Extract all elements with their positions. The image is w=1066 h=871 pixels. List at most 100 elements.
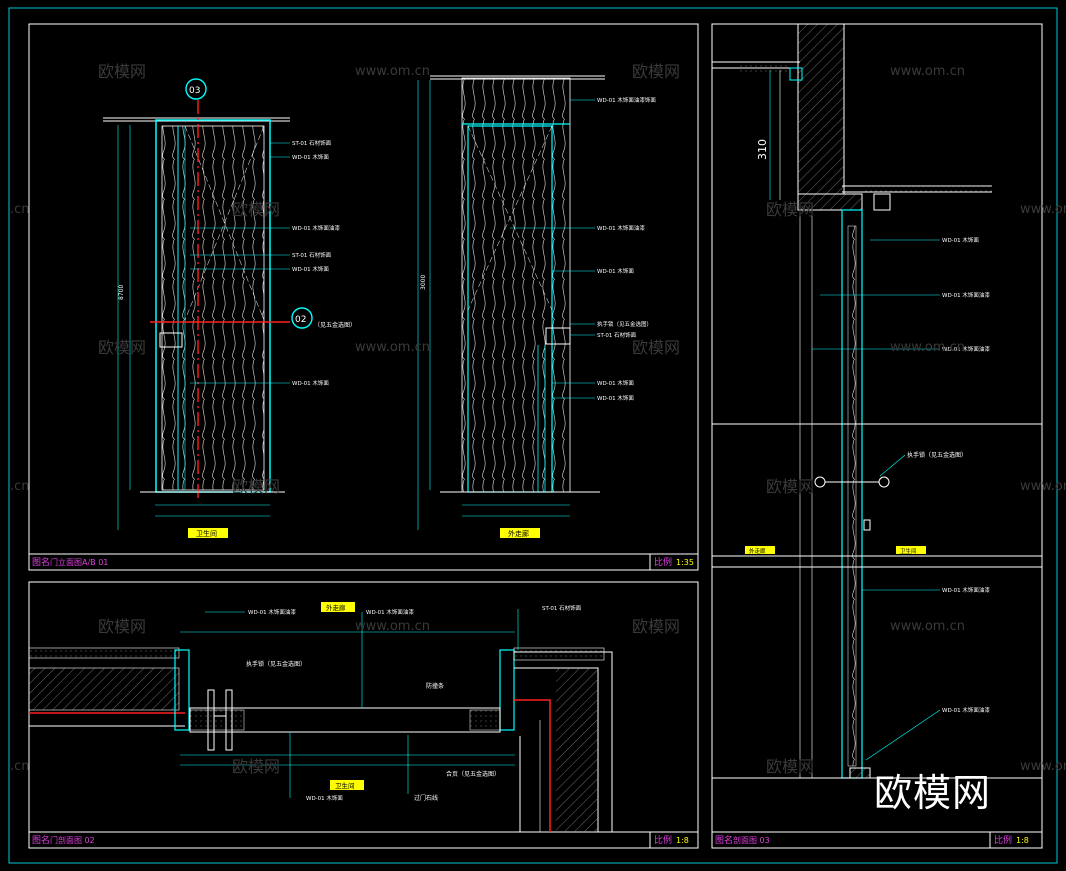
panel-a-title-label: 图名: [32, 556, 50, 568]
section-tag-right-text: 卫生间: [900, 547, 917, 555]
watermark-url: www.om.cn: [355, 619, 430, 634]
section-callout: WD-01 木饰面: [942, 236, 979, 244]
panel-c-frame: [711, 23, 1043, 849]
watermark-url-partial: .cn: [10, 479, 30, 494]
right-callout: WD-01 木饰面: [597, 394, 634, 402]
watermark-cn: 欧模网: [232, 200, 280, 219]
left-door-elevation: [103, 100, 290, 530]
plan-callout: 过门石线: [414, 794, 438, 802]
right-door-tag-text: 外走廊: [508, 529, 529, 538]
sheet-outer-frame: [8, 7, 1058, 864]
panel-b-titlebar: 图名 门剖面图 02 比例 1:8: [32, 834, 689, 846]
section-callouts: WD-01 木饰面 WD-01 木饰面油漆 WD-01 木饰面油漆 执手锁（见五…: [812, 236, 990, 761]
left-callout: ST-01 石材饰面: [292, 251, 332, 259]
watermark-cn: 欧模网: [766, 477, 814, 496]
watermark-cn: 欧模网: [632, 617, 680, 636]
watermark-url: www.om.cn: [1020, 202, 1066, 217]
section-callout: WD-01 木饰面油漆: [942, 586, 990, 594]
watermark-url-partial: .cn: [10, 202, 30, 217]
section-marker-03-label: 03: [189, 86, 200, 96]
section-dim-310: 310: [756, 139, 769, 160]
right-callout: ST-01 石材饰面: [597, 331, 637, 339]
watermark-cn: 欧模网: [98, 617, 146, 636]
panel-a-scale: 1:35: [676, 558, 694, 567]
section-marker-03: [185, 78, 207, 100]
plan-callout: 防撞条: [426, 682, 444, 690]
brand-watermark: 欧模网: [874, 771, 992, 815]
panel-c-titlebar: 图名 剖面图 03 比例 1:8: [715, 834, 1029, 846]
left-callout: WD-01 木饰面: [292, 153, 329, 161]
plan-callout: WD-01 木饰面: [306, 794, 343, 802]
watermark-url: www.om.cn: [890, 340, 965, 355]
left-callout: WD-01 木饰面油漆: [292, 224, 340, 232]
vertical-section-drawing: [712, 23, 1042, 779]
panel-b-title: 门剖面图 02: [50, 835, 95, 845]
section-callout: WD-01 木饰面油漆: [942, 706, 990, 714]
section-tag-left-text: 外走廊: [749, 547, 766, 555]
right-callout: 执手锁（见五金选图）: [597, 320, 652, 328]
right-callout: WD-01 木饰面: [597, 379, 634, 387]
watermark-url: www.om.cn: [1020, 759, 1066, 774]
plan-tag-top: [321, 602, 355, 612]
right-callout: WD-01 木饰面油漆饰面: [597, 96, 656, 104]
watermark-cn: 欧模网: [632, 338, 680, 357]
panel-c-scale: 1:8: [1016, 836, 1029, 845]
watermark-url: www.om.cn: [890, 619, 965, 634]
left-door-tag-text: 卫生间: [196, 529, 217, 538]
watermark-cn: 欧模网: [232, 477, 280, 496]
panel-a-frame: [28, 23, 699, 571]
right-door-tag: [500, 528, 540, 538]
section-marker-02: [291, 307, 313, 329]
panel-b-scale: 1:8: [676, 836, 689, 845]
plan-callout: WD-01 木饰面油漆: [248, 608, 296, 616]
right-callout: WD-01 木饰面油漆: [597, 224, 645, 232]
panel-a-title: 门立面图A/B 01: [50, 557, 108, 567]
section-callout: 执手锁（见五金选图）: [907, 451, 967, 459]
plan-tag-bottom: [330, 780, 364, 790]
panel-c-scale-label: 比例: [994, 834, 1012, 846]
section-tag-left: [745, 546, 775, 554]
watermark-cn: 欧模网: [632, 62, 680, 81]
section-callout: WD-01 木饰面油漆: [942, 345, 990, 353]
section-marker-02-label: 02: [295, 315, 306, 325]
left-door-tag: [188, 528, 228, 538]
watermark-cn: 欧模网: [98, 338, 146, 357]
right-door-callouts: WD-01 木饰面油漆饰面 WD-01 木饰面油漆 WD-01 木饰面 执手锁（…: [510, 96, 656, 402]
watermark-url: www.om.cn: [355, 64, 430, 79]
panel-b-scale-label: 比例: [654, 834, 672, 846]
right-door-height-dim: 3000: [420, 275, 427, 290]
panel-a-scale-label: 比例: [654, 556, 672, 568]
watermark-url: www.om.cn: [355, 340, 430, 355]
left-door-height-dim: 8700: [118, 285, 125, 300]
watermark-cn: 欧模网: [766, 200, 814, 219]
left-callout: WD-01 木饰面: [292, 379, 329, 387]
panel-c-title: 剖面图 03: [733, 835, 770, 845]
plan-callouts: WD-01 木饰面油漆 WD-01 木饰面油漆 ST-01 石材饰面 执手锁（见…: [205, 604, 582, 802]
plan-callout: ST-01 石材饰面: [542, 604, 582, 612]
watermarks: 欧模网 www.om.cn 欧模网 www.om.cn 欧模网 欧模网 www.…: [10, 62, 1066, 776]
section-marker-02-note: （见五金选图）: [314, 321, 356, 329]
plan-tag-top-text: 外走廊: [326, 603, 346, 612]
left-callout: WD-01 木饰面: [292, 265, 329, 273]
watermark-cn: 欧模网: [232, 757, 280, 776]
left-door-callouts: ST-01 石材饰面 WD-01 木饰面 WD-01 木饰面油漆 ST-01 石…: [190, 139, 340, 387]
panel-a-titlebar: 图名 门立面图A/B 01 比例 1:35: [32, 556, 694, 568]
panel-b-frame: [28, 581, 699, 849]
plan-section-drawing: [28, 631, 613, 832]
watermark-url-partial: .cn: [10, 759, 30, 774]
watermark-cn: 欧模网: [766, 757, 814, 776]
section-tag-right: [896, 546, 926, 554]
section-callout: WD-01 木饰面油漆: [942, 291, 990, 299]
plan-callout: 执手锁（见五金选图）: [246, 660, 306, 668]
right-door-elevation: [417, 75, 605, 530]
panel-b-title-label: 图名: [32, 834, 50, 846]
watermark-url: www.om.cn: [890, 64, 965, 79]
left-callout: ST-01 石材饰面: [292, 139, 332, 147]
right-callout: WD-01 木饰面: [597, 267, 634, 275]
plan-tag-bottom-text: 卫生间: [335, 781, 355, 790]
panel-c-title-label: 图名: [715, 834, 733, 846]
watermark-cn: 欧模网: [98, 62, 146, 81]
watermark-url: www.om.cn: [1020, 479, 1066, 494]
plan-callout: 合页（见五金选图）: [446, 770, 500, 778]
